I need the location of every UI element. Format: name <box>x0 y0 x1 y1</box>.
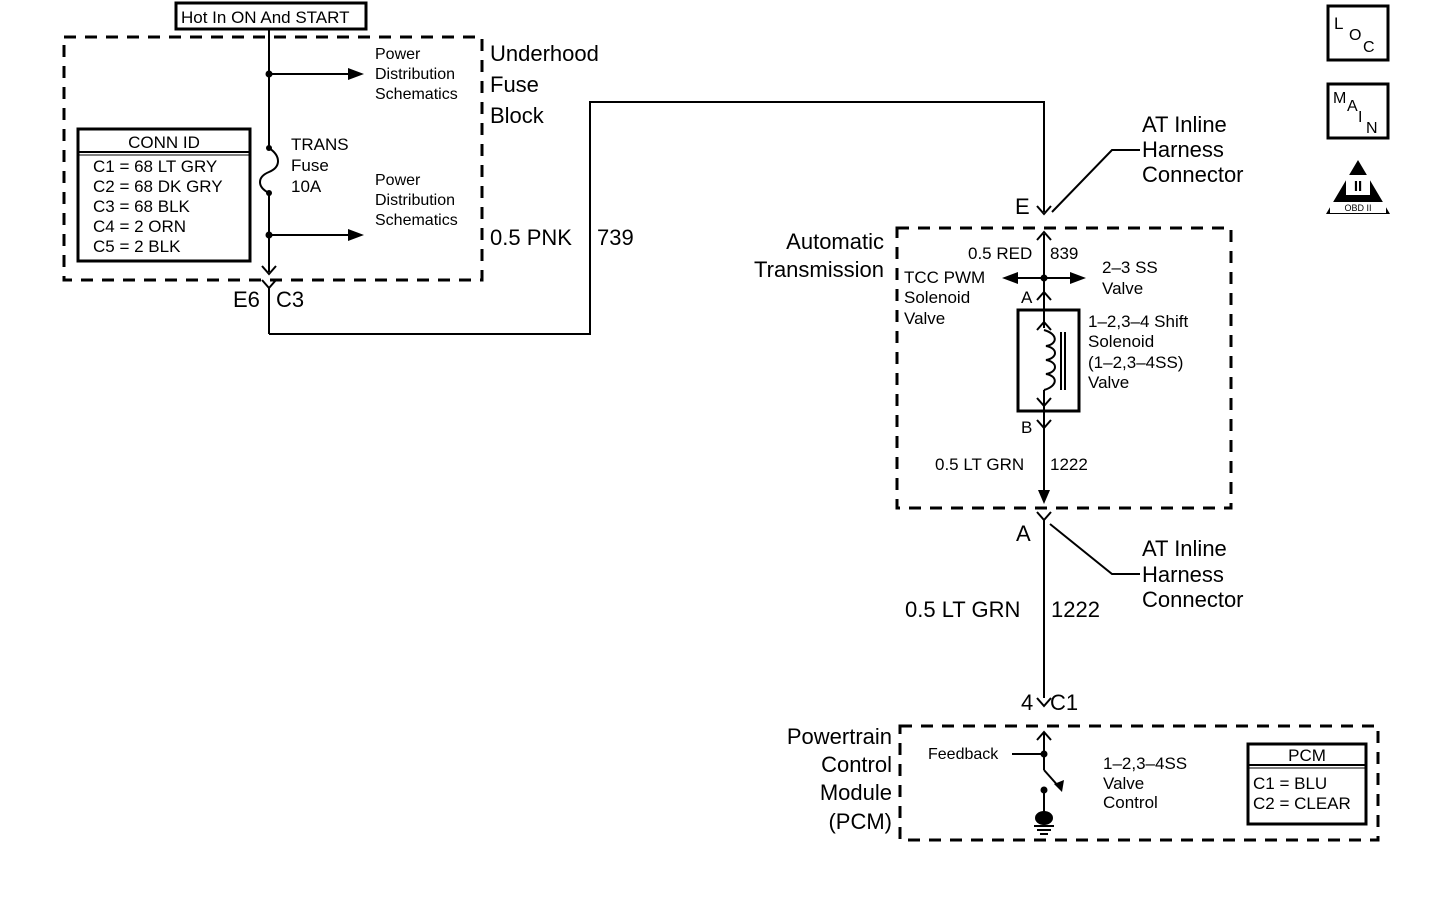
svg-text:C5 = 2 BLK: C5 = 2 BLK <box>93 237 181 256</box>
inline-top-pin: E <box>1015 194 1030 219</box>
svg-text:Valve: Valve <box>1102 279 1143 298</box>
svg-text:Solenoid: Solenoid <box>904 288 970 307</box>
svg-text:Power: Power <box>375 172 421 189</box>
pcm-pin-number: 4 <box>1021 690 1033 715</box>
wire-pnk-circuit: 739 <box>597 225 634 250</box>
svg-text:I: I <box>1358 109 1362 126</box>
feedback-label: Feedback <box>928 746 999 763</box>
pcm-connector-table: PCM C1 = BLU C2 = CLEAR <box>1246 742 1368 826</box>
svg-text:Powertrain: Powertrain <box>787 724 892 749</box>
terminal-c3: C3 <box>276 287 304 312</box>
svg-text:AT Inline: AT Inline <box>1142 536 1227 561</box>
svg-text:C1 = BLU: C1 = BLU <box>1253 774 1327 793</box>
svg-text:Hot In ON And START: Hot In ON And START <box>181 8 350 27</box>
fuse-block-title: Underhood Fuse Block <box>490 41 599 128</box>
loc-icon[interactable]: L O C <box>1326 4 1390 62</box>
svg-text:A: A <box>1347 98 1358 115</box>
svg-text:Harness: Harness <box>1142 562 1224 587</box>
shift-solenoid-label: 1–2,3–4 Shift Solenoid (1–2,3–4SS) Valve <box>1088 312 1188 392</box>
svg-text:Automatic: Automatic <box>786 229 884 254</box>
svg-text:PCM: PCM <box>1288 746 1326 765</box>
svg-text:Control: Control <box>821 752 892 777</box>
wire-red-label: 0.5 RED <box>968 244 1032 263</box>
svg-text:C: C <box>1363 39 1375 56</box>
pcm-boundary <box>898 724 1380 842</box>
svg-text:1–2,3–4SS: 1–2,3–4SS <box>1103 754 1187 773</box>
wire-grn-inner-label: 0.5 LT GRN <box>935 455 1024 474</box>
ss23-valve-label: 2–3 SS Valve <box>1102 258 1158 298</box>
pcm-title: Powertrain Control Module (PCM) <box>787 724 892 834</box>
svg-text:Connector: Connector <box>1142 162 1244 187</box>
main-icon[interactable]: M A I N <box>1326 82 1390 140</box>
svg-text:Solenoid: Solenoid <box>1088 332 1154 351</box>
wire-grn-inner-circuit: 1222 <box>1050 455 1088 474</box>
svg-text:TRANS: TRANS <box>291 135 349 154</box>
svg-text:Power: Power <box>375 46 421 63</box>
transmission-boundary <box>895 226 1233 510</box>
valve-control-label: 1–2,3–4SS Valve Control <box>1103 754 1187 812</box>
svg-text:AT Inline: AT Inline <box>1142 112 1227 137</box>
solenoid-pin-a: A <box>1021 288 1033 307</box>
svg-text:(1–2,3–4SS): (1–2,3–4SS) <box>1088 353 1183 372</box>
svg-text:Harness: Harness <box>1142 137 1224 162</box>
svg-text:Connector: Connector <box>1142 587 1244 612</box>
svg-text:Fuse: Fuse <box>291 156 329 175</box>
pcm-pin-connector: C1 <box>1050 690 1078 715</box>
ground-symbol <box>1034 825 1054 835</box>
svg-text:N: N <box>1366 120 1378 137</box>
inline-connector-bottom-label: AT Inline Harness Connector <box>1142 536 1244 612</box>
svg-text:C1 = 68 LT GRY: C1 = 68 LT GRY <box>93 157 217 176</box>
svg-text:L: L <box>1334 14 1343 33</box>
svg-text:Underhood: Underhood <box>490 41 599 66</box>
svg-text:Distribution: Distribution <box>375 66 455 83</box>
svg-text:1–2,3–4 Shift: 1–2,3–4 Shift <box>1088 312 1188 331</box>
svg-text:2–3 SS: 2–3 SS <box>1102 258 1158 277</box>
svg-text:Valve: Valve <box>904 309 945 328</box>
svg-text:C2 = CLEAR: C2 = CLEAR <box>1253 794 1351 813</box>
svg-text:II: II <box>1354 178 1362 195</box>
svg-text:Valve: Valve <box>1103 774 1144 793</box>
trans-fuse-label: TRANS Fuse 10A <box>291 135 349 196</box>
svg-text:OBD II: OBD II <box>1344 203 1371 213</box>
svg-text:(PCM): (PCM) <box>828 809 892 834</box>
svg-text:Distribution: Distribution <box>375 192 455 209</box>
svg-text:Schematics: Schematics <box>375 212 458 229</box>
svg-text:10A: 10A <box>291 177 322 196</box>
svg-text:O: O <box>1349 27 1361 44</box>
svg-text:Valve: Valve <box>1088 373 1129 392</box>
svg-text:C2 = 68 DK GRY: C2 = 68 DK GRY <box>93 177 223 196</box>
pds-label-top: Power Distribution Schematics <box>375 46 458 103</box>
svg-text:Schematics: Schematics <box>375 86 458 103</box>
wire-pnk-label: 0.5 PNK <box>490 225 572 250</box>
svg-text:Fuse: Fuse <box>490 72 539 97</box>
svg-text:Control: Control <box>1103 793 1158 812</box>
svg-text:Transmission: Transmission <box>754 257 884 282</box>
wire-grn-outer-circuit: 1222 <box>1051 597 1100 622</box>
svg-text:Module: Module <box>820 780 892 805</box>
conn-id-table: CONN ID C1 = 68 LT GRY C2 = 68 DK GRY C3… <box>76 127 252 263</box>
svg-text:Block: Block <box>490 103 545 128</box>
wire-red-circuit: 839 <box>1050 244 1078 263</box>
fuse-block-boundary <box>62 35 484 282</box>
terminal-e6: E6 <box>233 287 260 312</box>
svg-text:TCC PWM: TCC PWM <box>904 268 985 287</box>
wire-grn-outer-label: 0.5 LT GRN <box>905 597 1020 622</box>
svg-text:M: M <box>1333 90 1346 107</box>
pds-label-bottom: Power Distribution Schematics <box>375 172 458 229</box>
svg-text:CONN ID: CONN ID <box>128 133 200 152</box>
obd-ii-icon[interactable]: II OBD II <box>1326 160 1390 214</box>
inline-bottom-pin: A <box>1016 521 1031 546</box>
power-source-label: Hot In ON And START <box>174 1 368 31</box>
transmission-title: Automatic Transmission <box>754 229 884 282</box>
svg-text:C3 = 68 BLK: C3 = 68 BLK <box>93 197 191 216</box>
svg-text:C4 = 2 ORN: C4 = 2 ORN <box>93 217 186 236</box>
inline-connector-top-label: AT Inline Harness Connector <box>1142 112 1244 187</box>
tcc-pwm-label: TCC PWM Solenoid Valve <box>904 268 985 328</box>
solenoid-pin-b: B <box>1021 418 1032 437</box>
shift-solenoid <box>1016 298 1081 413</box>
